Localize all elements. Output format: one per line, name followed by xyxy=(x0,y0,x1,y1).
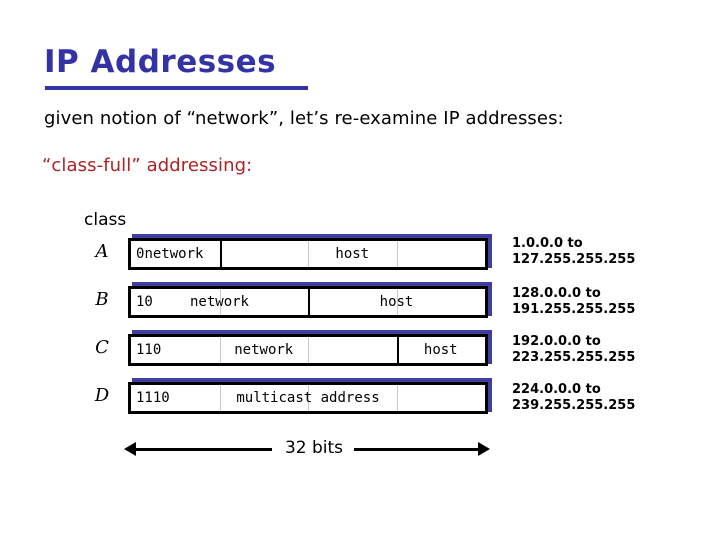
class-letter-c: C xyxy=(95,337,109,358)
class-c-host-field: host xyxy=(423,342,458,358)
range-from: 192.0.0.0 to xyxy=(512,334,601,349)
address-class-row-b: B 10 network host xyxy=(84,282,496,320)
class-b-host-field: host xyxy=(379,294,414,310)
class-c-network-field: network xyxy=(234,342,294,358)
octet-tick-1 xyxy=(219,385,221,411)
range-to: 191.255.255.255 xyxy=(512,302,636,317)
lead-sentence: given notion of “network”, let’s re-exam… xyxy=(44,108,564,129)
page-title: IP Addresses xyxy=(44,44,277,80)
class-letter-d: D xyxy=(94,385,110,406)
title-underline xyxy=(45,86,308,90)
ip-range-class-a: 1.0.0.0 to 127.255.255.255 xyxy=(512,236,635,268)
class-b-prefix-bits: 10 xyxy=(136,294,153,310)
range-from: 224.0.0.0 to xyxy=(512,382,601,397)
network-host-boundary-a xyxy=(219,241,222,267)
address-bar-c: 110 network host xyxy=(128,334,488,366)
octet-tick-3 xyxy=(396,289,398,315)
octet-tick-1 xyxy=(219,289,221,315)
class-a-host-field: host xyxy=(335,246,370,262)
class-column-caption: class xyxy=(84,210,127,230)
address-bar-b: 10 network host xyxy=(128,286,488,318)
range-from: 128.0.0.0 to xyxy=(512,286,601,301)
class-letter-a: A xyxy=(95,241,109,262)
network-host-boundary-c xyxy=(396,337,399,363)
arrow-right-head-icon xyxy=(478,442,490,456)
range-to: 127.255.255.255 xyxy=(512,252,636,267)
class-c-prefix-bits: 110 xyxy=(136,342,162,358)
network-text: network xyxy=(144,246,204,262)
octet-tick-2 xyxy=(308,241,309,267)
arrow-left-line xyxy=(132,448,272,451)
prefix-text: 0 xyxy=(136,246,145,262)
class-b-network-field: network xyxy=(189,294,249,310)
octet-tick-3 xyxy=(396,385,398,411)
octet-tick-3 xyxy=(396,241,398,267)
class-d-multicast-field: multicast address xyxy=(236,390,380,406)
width-measure-arrow: 32 bits xyxy=(124,436,490,464)
octet-tick-2 xyxy=(308,385,309,411)
range-to: 223.255.255.255 xyxy=(512,350,636,365)
octet-tick-1 xyxy=(219,337,221,363)
class-d-prefix-bits: 1110 xyxy=(136,390,170,406)
ip-range-class-c: 192.0.0.0 to 223.255.255.255 xyxy=(512,334,635,366)
arrow-right-line xyxy=(354,448,482,451)
ip-range-class-b: 128.0.0.0 to 191.255.255.255 xyxy=(512,286,635,318)
address-bar-d: 1110 multicast address xyxy=(128,382,488,414)
range-from: 1.0.0.0 to xyxy=(512,236,583,251)
classfull-heading: “class-full” addressing: xyxy=(42,155,253,176)
ip-range-class-d: 224.0.0.0 to 239.255.255.255 xyxy=(512,382,635,414)
range-to: 239.255.255.255 xyxy=(512,398,636,413)
address-class-row-d: D 1110 multicast address xyxy=(84,378,496,416)
address-class-row-c: C 110 network host xyxy=(84,330,496,368)
arrow-left-head-icon xyxy=(124,442,136,456)
bits-label: 32 bits xyxy=(274,438,354,458)
network-host-boundary-b xyxy=(308,289,310,315)
class-letter-b: B xyxy=(95,289,109,310)
octet-tick-2 xyxy=(308,337,309,363)
